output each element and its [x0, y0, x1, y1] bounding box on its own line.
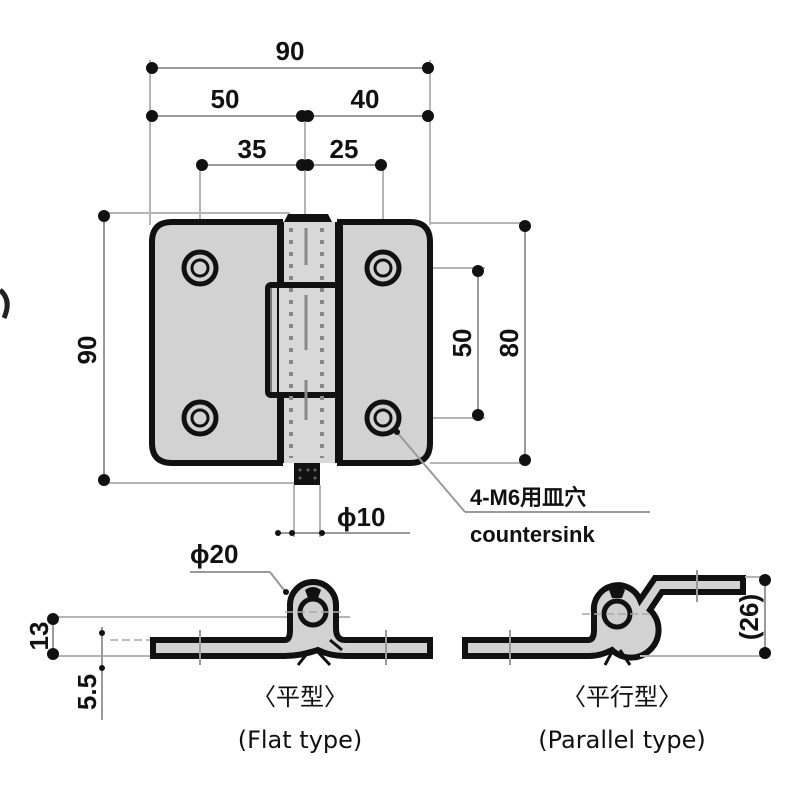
hole-note-en: countersink — [470, 522, 595, 547]
hole-top-right — [364, 249, 402, 287]
parallel-type-label-jp: 〈平行型〉 — [562, 683, 682, 711]
hole-note-jp: 4-M6用皿穴 — [470, 485, 586, 510]
dim-right-leaf: 40 — [351, 84, 380, 114]
flat-type-side-view — [47, 571, 433, 720]
hole-bottom-right — [364, 399, 402, 437]
edge-fragment — [0, 288, 10, 320]
hole-top-left — [181, 249, 219, 287]
dim-left-leaf: 50 — [211, 84, 240, 114]
dim-overall-width: 90 — [276, 36, 305, 66]
countersink-holes — [181, 249, 402, 437]
dim-thickness-5-5: 5.5 — [72, 674, 102, 710]
pin-hidden-lines — [289, 228, 324, 458]
top-dimensions — [146, 60, 434, 258]
hole-bottom-left — [181, 399, 219, 437]
dim-leaf-height: 80 — [494, 329, 524, 358]
dim-right-hole: 25 — [330, 134, 359, 164]
parallel-type-side-view — [462, 570, 771, 666]
dim-overall-height: 90 — [72, 336, 102, 365]
flat-type-label-en: (Flat type) — [238, 726, 363, 754]
dim-parallel-offset: (26) — [734, 594, 764, 640]
dim-height-13: 13 — [24, 622, 54, 651]
dim-hole-pitch: 50 — [447, 329, 477, 358]
left-dimension — [98, 210, 300, 486]
countersink-leader — [394, 429, 650, 513]
parallel-type-label-en: (Parallel type) — [538, 726, 705, 754]
dim-left-hole: 35 — [238, 134, 267, 164]
dim-knuckle-diameter: ϕ20 — [190, 539, 238, 569]
flat-type-label-jp: 〈平型〉 — [252, 683, 348, 711]
hinge-top-view — [149, 214, 433, 485]
dim-pin-diameter: ϕ10 — [337, 502, 385, 532]
pin-diameter-dimension — [275, 485, 410, 537]
